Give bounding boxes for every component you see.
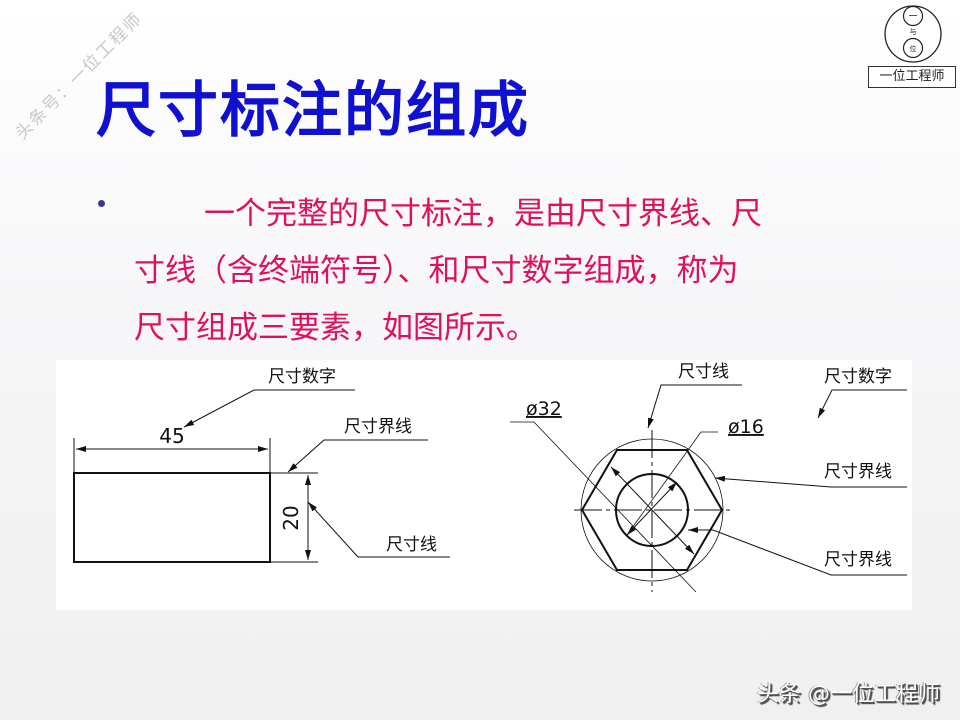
label-ext-line-right-1: 尺寸界线 — [824, 462, 892, 482]
logo-bottom-char: 位 — [910, 44, 917, 53]
dim-value-phi16: ø16 — [728, 416, 764, 438]
label-dim-number-left: 尺寸数字 — [268, 367, 336, 387]
dimension-figure: 45 20 尺寸数字 尺寸界线 尺寸线 ø32 ø16 尺寸线 尺寸数字 — [56, 360, 912, 610]
logo-mid-char: 与 — [910, 28, 917, 36]
label-dim-number-right: 尺寸数字 — [824, 367, 892, 387]
dimension-diagram: 45 20 尺寸数字 尺寸界线 尺寸线 ø32 ø16 尺寸线 尺寸数字 — [73, 362, 907, 593]
label-ext-line-left: 尺寸界线 — [344, 417, 412, 437]
rectangle-drawing — [73, 389, 450, 563]
logo-label: 一位工程师 — [868, 66, 956, 88]
author-logo-icon: 一 与 位 — [884, 5, 942, 63]
footer-watermark: 头条 @一位工程师 — [757, 682, 940, 707]
logo-top-char: 一 — [908, 12, 917, 22]
bullet-dot-icon — [98, 200, 105, 207]
label-dim-line-left: 尺寸线 — [386, 535, 437, 555]
hexagon-drawing — [510, 384, 907, 593]
dim-value-20: 20 — [279, 505, 303, 530]
slide-body: 一个完整的尺寸标注，是由尺寸界线、尺 寸线（含终端符号）、和尺寸数字组成，称为 … — [96, 186, 896, 357]
slide-title: 尺寸标注的组成 — [96, 76, 530, 146]
body-line-3: 尺寸组成三要素，如图所示。 — [134, 310, 537, 346]
dim-value-45: 45 — [159, 424, 184, 448]
dim-value-phi32: ø32 — [526, 398, 562, 420]
label-dim-line-right: 尺寸线 — [678, 362, 729, 382]
label-ext-line-right-2: 尺寸界线 — [824, 550, 892, 570]
body-line-1: 一个完整的尺寸标注，是由尺寸界线、尺 — [204, 196, 762, 232]
body-line-2: 寸线（含终端符号）、和尺寸数字组成，称为 — [134, 253, 739, 289]
